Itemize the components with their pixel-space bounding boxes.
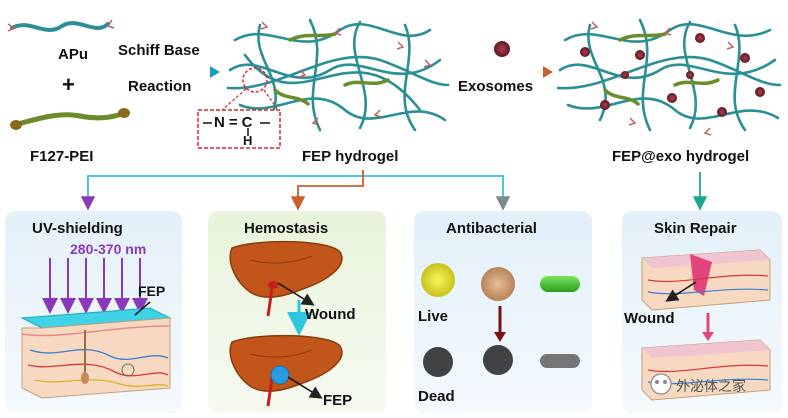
fep-exo-f127-strands <box>603 32 720 106</box>
connector-lines <box>80 170 708 211</box>
reaction-label-line1: Schiff Base <box>118 42 200 59</box>
f127-pei-strand <box>10 108 130 130</box>
reaction-label-line2: Reaction <box>128 78 192 95</box>
imine-bond-box <box>197 109 281 149</box>
apu-strand <box>7 19 115 32</box>
exosome-particle <box>494 41 510 57</box>
liver-fep-treated <box>229 334 343 407</box>
liver-wound <box>229 240 343 317</box>
dead-bacteria <box>423 345 580 377</box>
live-label: Live <box>418 308 449 325</box>
dead-label: Dead <box>418 388 455 405</box>
hemostasis-fep-label: FEP <box>323 392 353 409</box>
fep-exo-hydrogel-label: FEP@exo hydrogel <box>612 148 750 165</box>
fep-hydrogel-network <box>226 18 450 132</box>
fep-hydrogel-label: FEP hydrogel <box>302 148 399 165</box>
skin-wounded <box>641 249 771 311</box>
fep-exo-network <box>556 18 782 132</box>
fep-f127-strands <box>273 32 390 106</box>
uv-fep-label: FEP <box>138 283 166 299</box>
skin-repair-title: Skin Repair <box>654 220 737 237</box>
live-bacteria-yellow <box>421 263 455 297</box>
plus-sign: + <box>62 72 75 97</box>
fep-exo-crosslink-marks <box>590 21 735 136</box>
live-bacteria-green <box>540 276 580 292</box>
live-bacteria-tan <box>481 267 515 301</box>
uv-shielding-title: UV-shielding <box>32 220 123 237</box>
imine-zoom-circle <box>242 67 268 93</box>
exosomes-label: Exosomes <box>458 78 534 95</box>
f127-pei-label: F127-PEI <box>30 148 94 165</box>
hemostasis-wound-label: Wound <box>305 306 356 323</box>
skin-healed <box>641 339 771 401</box>
imine-h-label: H <box>243 133 253 148</box>
fep-crosslink-marks <box>253 21 432 126</box>
imine-bond-label: N=C <box>214 114 257 131</box>
watermark-text: 外泌体之家 <box>676 379 746 395</box>
skin-wound-label: Wound <box>624 310 675 327</box>
fep-exo-exosomes <box>580 33 765 117</box>
uv-wavelength-label: 280-370 nm <box>70 241 147 257</box>
watermark-icon <box>650 373 672 395</box>
apu-label: APu <box>58 46 88 63</box>
antibacterial-title: Antibacterial <box>446 220 537 237</box>
hemostasis-title: Hemostasis <box>244 220 329 237</box>
uv-arrows <box>42 258 148 314</box>
uv-skin-block <box>21 317 171 399</box>
